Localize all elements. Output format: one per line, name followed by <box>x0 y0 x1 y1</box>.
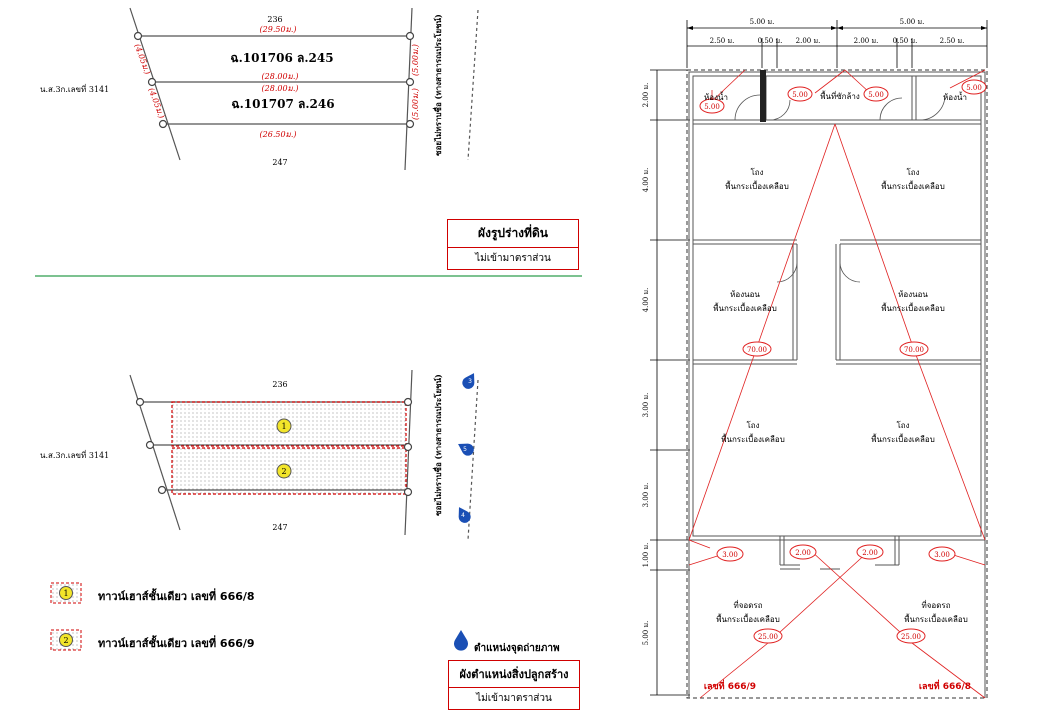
dim-mid1: (28.00ม.) <box>262 72 299 81</box>
svg-text:2: 2 <box>63 636 68 645</box>
dim-row2-1: 2.50 ม. <box>710 37 735 45</box>
photo-point-4: 4 <box>458 507 471 523</box>
svg-text:4: 4 <box>461 512 465 519</box>
bed-left-label: ห้องนอน <box>730 290 760 299</box>
photo-point-legend-icon <box>454 630 469 651</box>
tag-6: 70.00 <box>904 346 924 354</box>
floor-plan <box>650 20 988 699</box>
bath-right-label: ห้องน้ำ <box>943 91 967 102</box>
parcel-a: ฉ.101706 ล.245 <box>230 51 333 65</box>
svg-text:2: 2 <box>281 467 286 476</box>
wash-area-label: พื้นที่ซักล้าง <box>820 90 860 101</box>
dim-top-left: 5.00 ม. <box>750 18 775 26</box>
photo-point-5: 5 <box>458 443 474 456</box>
legend-photo-label: ตำแหน่งจุดถ่ายภาพ <box>474 643 560 654</box>
tag-1: 5.00 <box>704 103 720 111</box>
dim-bottom: (26.50ม.) <box>260 130 297 139</box>
legend-swatch-1: 1 <box>50 582 82 604</box>
road-bottom-label: 247 <box>272 158 287 167</box>
hall-tl-label: โถง <box>750 167 763 177</box>
building-title-box: ผังตำแหน่งสิ่งปลูกสร้าง ไม่เข้ามาตราส่วน <box>448 660 580 710</box>
hall-ml-label: โถง <box>746 420 759 430</box>
parcel-b: ฉ.101707 ล.246 <box>231 97 334 111</box>
road-top-label: 236 <box>267 15 282 24</box>
unit-2-marker: 2 <box>276 463 292 479</box>
tag-7: 3.00 <box>722 551 738 559</box>
park-right-floor: พื้นกระเบื้องเคลือบ <box>904 613 968 624</box>
road-bottom-label-2: 247 <box>272 523 287 532</box>
dim-left-5: 3.00 ม. <box>642 483 650 508</box>
dim-top: (29.50ม.) <box>260 25 297 34</box>
hall-tr-floor: พื้นกระเบื้องเคลือบ <box>881 180 945 191</box>
park-left-label: ที่จอดรถ <box>733 599 762 610</box>
land-shape-title: ผังรูปร่างที่ดิน <box>448 220 578 248</box>
hall-mr-label: โถง <box>896 420 909 430</box>
legend-item-2-label: ทาวน์เฮาส์ชั้นเดียว เลขที่ 666/9 <box>98 637 255 650</box>
house-right-label: เลขที่ 666/8 <box>919 679 971 692</box>
svg-text:3: 3 <box>468 378 472 385</box>
house-left-label: เลขที่ 666/9 <box>704 679 756 692</box>
park-right-label: ที่จอดรถ <box>921 599 950 610</box>
dim-row2-5: 0.50 ม. <box>893 37 918 45</box>
tag-5: 70.00 <box>747 346 767 354</box>
dim-row2-6: 2.50 ม. <box>940 37 965 45</box>
tag-11: 25.00 <box>758 633 778 641</box>
hall-tr-label: โถง <box>906 167 919 177</box>
park-left-floor: พื้นกระเบื้องเคลือบ <box>716 613 780 624</box>
unit-1-marker: 1 <box>276 418 292 434</box>
bed-right-floor: พื้นกระเบื้องเคลือบ <box>881 302 945 313</box>
dim-row2-2: 0.50 ม. <box>758 37 783 45</box>
dim-left-3: 4.00 ม. <box>642 288 650 313</box>
tag-2: 5.00 <box>792 91 808 99</box>
bath-left-label: ห้องน้ำ <box>704 91 728 102</box>
tag-9: 2.00 <box>862 549 878 557</box>
dim-top-right: 5.00 ม. <box>900 18 925 26</box>
dim-left-1: 2.00 ม. <box>642 83 650 108</box>
land-shape-plan <box>129 7 479 171</box>
dim-row2-4: 2.00 ม. <box>854 37 879 45</box>
dim-right1: (5.00ม.) <box>411 44 420 76</box>
left-parcel-label: น.ส.3ก.เลขที่ 3141 <box>40 83 109 94</box>
tag-3: 5.00 <box>868 91 884 99</box>
svg-text:1: 1 <box>281 422 286 431</box>
bed-left-floor: พื้นกระเบื้องเคลือบ <box>713 302 777 313</box>
left-parcel-label-2: น.ส.3ก.เลขที่ 3141 <box>40 449 109 460</box>
svg-text:1: 1 <box>63 589 68 598</box>
land-shape-subtitle: ไม่เข้ามาตราส่วน <box>475 253 551 264</box>
dim-left-7: 5.00 ม. <box>642 621 650 646</box>
road-right-label: ซอยไม่ทราบชื่อ (ทางสาธารณประโยชน์) <box>432 14 443 156</box>
dim-left-2: 4.00 ม. <box>642 168 650 193</box>
road-top-label-2: 236 <box>272 380 287 389</box>
building-subtitle: ไม่เข้ามาตราส่วน <box>476 693 552 704</box>
legend-item-1-label: ทาวน์เฮาส์ชั้นเดียว เลขที่ 666/8 <box>98 590 255 603</box>
bed-right-label: ห้องนอน <box>898 290 928 299</box>
dim-row2-3: 2.00 ม. <box>796 37 821 45</box>
dim-mid2: (28.00ม.) <box>262 84 299 93</box>
svg-text:5: 5 <box>463 446 467 453</box>
hall-mr-floor: พื้นกระเบื้องเคลือบ <box>871 433 935 444</box>
dim-left-6: 1.00 ม. <box>642 543 650 568</box>
dim-left-4: 3.00 ม. <box>642 393 650 418</box>
hall-tl-floor: พื้นกระเบื้องเคลือบ <box>725 180 789 191</box>
tag-10: 3.00 <box>934 551 950 559</box>
tag-8: 2.00 <box>795 549 811 557</box>
building-title: ผังตำแหน่งสิ่งปลูกสร้าง <box>449 661 579 688</box>
tag-12: 25.00 <box>901 633 921 641</box>
dim-right2: (5.00ม.) <box>411 88 420 120</box>
tag-4: 5.00 <box>966 84 982 92</box>
legend-swatch-2: 2 <box>50 629 82 651</box>
hall-ml-floor: พื้นกระเบื้องเคลือบ <box>721 433 785 444</box>
road-right-label-2: ซอยไม่ทราบชื่อ (ทางสาธารณประโยชน์) <box>432 374 443 516</box>
land-shape-title-box: ผังรูปร่างที่ดิน ไม่เข้ามาตราส่วน <box>447 219 579 270</box>
photo-point-3: 3 <box>462 373 475 389</box>
